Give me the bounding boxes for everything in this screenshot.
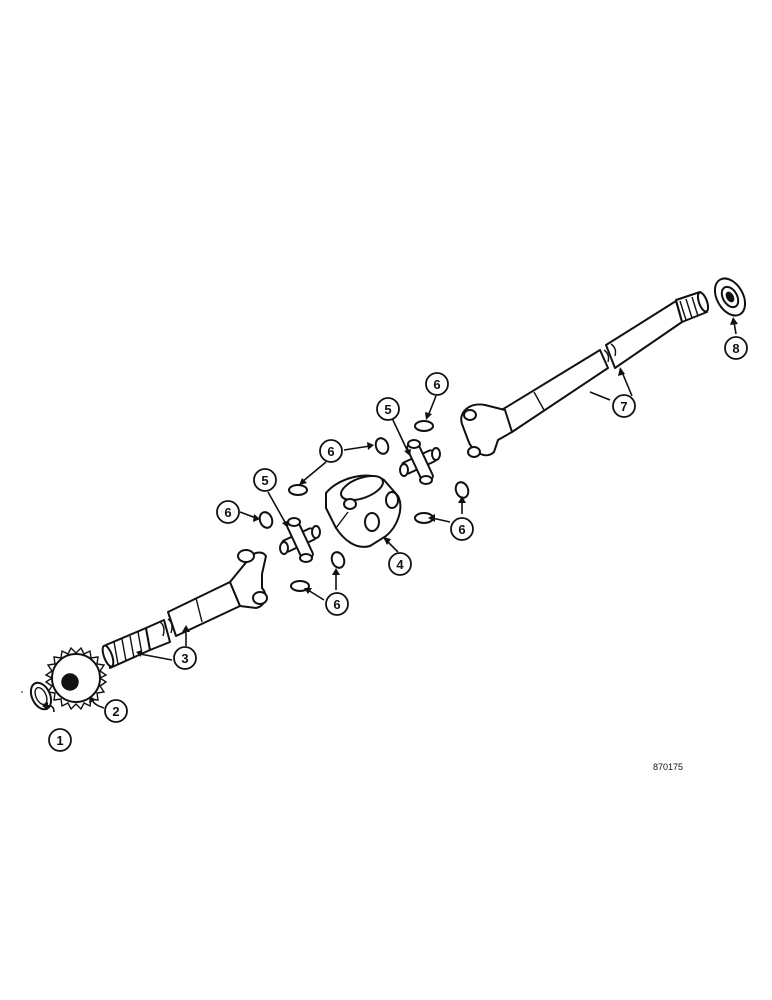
snap-rings-6 [258, 420, 470, 592]
callout-2: 2 [104, 699, 128, 723]
leader-lines [42, 317, 738, 713]
callout-6-right-label: 6 [458, 522, 465, 537]
center-yoke [325, 474, 402, 548]
callout-8: 8 [724, 336, 748, 360]
callout-5-left: 5 [253, 468, 277, 492]
callout-6-bottom: 6 [325, 592, 349, 616]
callout-3-label: 3 [181, 651, 188, 666]
callout-1-label: 1 [56, 733, 63, 748]
outer-axle-shaft [460, 291, 710, 458]
callout-4: 4 [388, 552, 412, 576]
callout-4-label: 4 [396, 557, 404, 572]
callout-7: 7 [612, 394, 636, 418]
callout-1: 1 [48, 728, 72, 752]
callout-6-right: 6 [450, 517, 474, 541]
scan-speck [21, 691, 23, 693]
inner-axle-shaft [101, 549, 268, 669]
callout-2-label: 2 [112, 704, 119, 719]
universal-joint-cross-right [399, 439, 441, 485]
seal [713, 277, 747, 317]
figure-reference-number: 870175 [653, 762, 683, 772]
callout-6-upper: 6 [319, 439, 343, 463]
universal-joint-cross-left [279, 517, 321, 563]
callout-6-left: 6 [216, 500, 240, 524]
callout-7-label: 7 [620, 399, 627, 414]
gear [44, 646, 108, 711]
callout-6-left-label: 6 [224, 505, 231, 520]
callout-6-bottom-label: 6 [333, 597, 340, 612]
callout-5-left-label: 5 [261, 473, 268, 488]
callout-8-label: 8 [732, 341, 739, 356]
callout-6-top-label: 6 [433, 377, 440, 392]
callout-6-upper-label: 6 [327, 444, 334, 459]
callout-3: 3 [173, 646, 197, 670]
callout-5-right-label: 5 [384, 402, 391, 417]
callout-5-right: 5 [376, 397, 400, 421]
callout-6-top: 6 [425, 372, 449, 396]
